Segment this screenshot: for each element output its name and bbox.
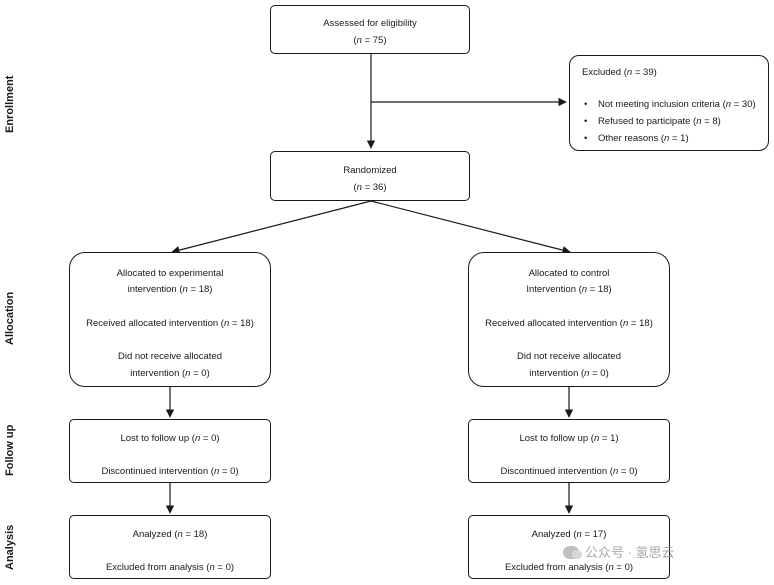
experimental-allocation-line2: intervention (n = 18) [127, 284, 213, 295]
assessed-count: (n = 75) [353, 35, 387, 46]
experimental-received: Received allocated intervention (n = 18) [86, 318, 254, 329]
experimental-followup-box: Lost to follow up (n = 0) Discontinued i… [69, 419, 271, 483]
bullet-icon: • [584, 116, 588, 127]
control-excluded-from-analysis: Excluded from analysis (n = 0) [504, 562, 634, 573]
experimental-not-received-line1: Did not receive allocated [117, 351, 223, 362]
bullet-icon: • [584, 133, 588, 144]
control-analysis-box: Analyzed (n = 17) Excluded from analysis… [468, 515, 670, 579]
randomized-box: Randomized (n = 36) [270, 151, 470, 201]
control-analyzed: Analyzed (n = 17) [531, 529, 607, 540]
stage-label-enrollment: Enrollment [4, 75, 16, 133]
wechat-icon [563, 546, 582, 559]
experimental-allocation-line1: Allocated to experimental [116, 268, 224, 279]
assessed-title: Assessed for eligibility [323, 18, 417, 29]
control-not-received-line2: intervention (n = 0) [529, 368, 609, 379]
stage-label-analysis: Analysis [4, 524, 16, 570]
experimental-not-received-line2: intervention (n = 0) [130, 368, 210, 379]
randomized-title: Randomized [343, 165, 397, 176]
stage-label-follow-up: Follow up [4, 424, 16, 476]
experimental-analyzed: Analyzed (n = 18) [132, 529, 208, 540]
control-not-received-line1: Did not receive allocated [516, 351, 622, 362]
experimental-analysis-box: Analyzed (n = 18) Excluded from analysis… [69, 515, 271, 579]
control-discontinued: Discontinued intervention (n = 0) [500, 466, 638, 477]
watermark-text: 公众号 · 氢思云 [585, 545, 675, 560]
excluded-title: Excluded (n = 39) [582, 67, 657, 78]
experimental-allocation-box: Allocated to experimental intervention (… [69, 252, 271, 387]
stage-label-allocation: Allocation [4, 291, 16, 345]
experimental-lost-to-follow-up: Lost to follow up (n = 0) [120, 433, 220, 444]
watermark: 公众号 · 氢思云 [563, 542, 675, 561]
control-lost-to-follow-up: Lost to follow up (n = 1) [519, 433, 619, 444]
excluded-reason-other: •Other reasons (n = 1) [584, 133, 689, 144]
assessed-box: Assessed for eligibility (n = 75) [270, 5, 470, 54]
excluded-reason-refused: •Refused to participate (n = 8) [584, 116, 721, 127]
experimental-discontinued: Discontinued intervention (n = 0) [101, 466, 239, 477]
control-followup-box: Lost to follow up (n = 1) Discontinued i… [468, 419, 670, 483]
control-allocation-box: Allocated to control Intervention (n = 1… [468, 252, 670, 387]
experimental-excluded-from-analysis: Excluded from analysis (n = 0) [105, 562, 235, 573]
bullet-icon: • [584, 99, 588, 110]
control-allocation-line1: Allocated to control [528, 268, 610, 279]
control-allocation-line2: Intervention (n = 18) [526, 284, 612, 295]
randomized-count: (n = 36) [353, 182, 387, 193]
control-received: Received allocated intervention (n = 18) [485, 318, 653, 329]
arrow-randomized-to-experimental [171, 200, 372, 255]
excluded-box: Excluded (n = 39) •Not meeting inclusion… [569, 55, 769, 151]
arrow-randomized-to-control [370, 200, 571, 255]
excluded-reason-not-meeting-criteria: •Not meeting inclusion criteria (n = 30) [584, 99, 756, 110]
